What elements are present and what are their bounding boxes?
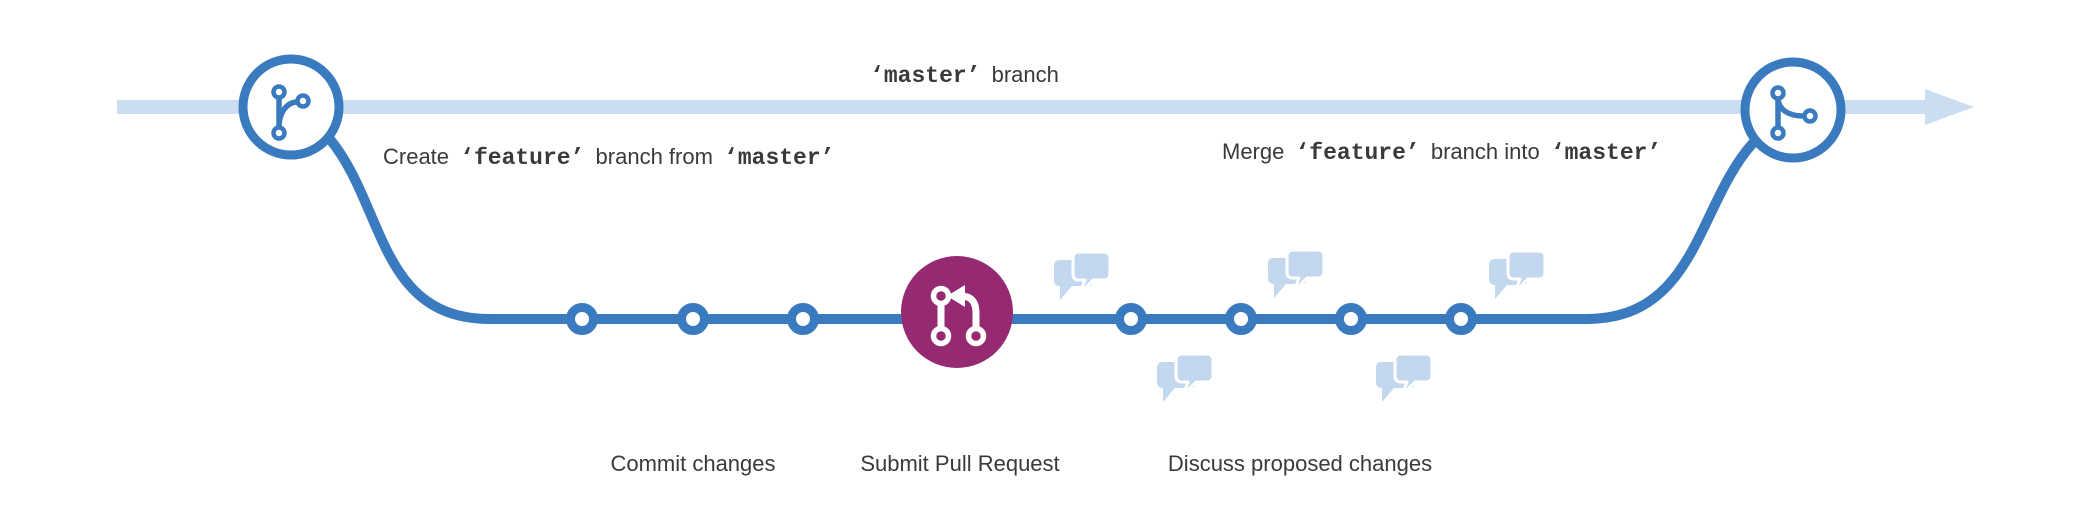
step-label-commit-changes: Commit changes xyxy=(610,451,776,476)
step-label-discuss-proposed-changes: Discuss proposed changes xyxy=(1167,451,1433,476)
pull-request-node xyxy=(901,256,1013,368)
annotation-text: branch into xyxy=(1430,139,1540,164)
git-branch-icon xyxy=(271,84,311,141)
master-branch-arrowhead xyxy=(1925,89,1974,125)
commit-dot xyxy=(1335,303,1367,335)
git-pull-request-icon xyxy=(930,285,987,347)
commit-dot xyxy=(1115,303,1147,335)
feature-branch-line xyxy=(324,133,1758,324)
speech-bubbles-icon xyxy=(1487,249,1547,301)
annotation-text: branch from xyxy=(595,144,713,169)
commit-dot xyxy=(787,303,819,335)
annotation-code: ‘master’ xyxy=(724,145,835,171)
speech-bubbles-icon xyxy=(1374,352,1434,404)
annotation-code: ‘master’ xyxy=(1550,140,1662,166)
annotation-text: Create xyxy=(383,144,450,169)
commit-dot xyxy=(1445,303,1477,335)
speech-bubbles-icon xyxy=(1155,352,1215,404)
commit-dots xyxy=(566,303,1477,335)
speech-bubbles-icon xyxy=(1052,250,1112,302)
merge-node xyxy=(1740,57,1846,163)
step-label-submit-pull-request: Submit Pull Request xyxy=(860,451,1060,476)
annotation-code: ‘feature’ xyxy=(1295,140,1420,166)
branch-node-circle xyxy=(238,54,344,160)
branch-node xyxy=(238,54,344,160)
commit-dot xyxy=(1225,303,1257,335)
commit-dot xyxy=(566,303,598,335)
speech-bubbles-icon xyxy=(1266,248,1326,300)
pull-request-node-circle xyxy=(901,256,1013,368)
git-merge-icon xyxy=(1770,85,1818,141)
master-branch-label: ‘master’ branch xyxy=(762,62,1162,89)
commit-dot xyxy=(677,303,709,335)
master-branch-code: ‘master’ xyxy=(870,63,981,89)
merge-node-circle xyxy=(1740,57,1846,163)
annotation-code: ‘feature’ xyxy=(460,145,585,171)
master-branch-suffix: branch xyxy=(991,62,1059,87)
merge-branch-annotation: Merge ‘feature’ branch into ‘master’ xyxy=(1222,139,1666,166)
annotation-text: Merge xyxy=(1222,139,1285,164)
master-branch-line xyxy=(117,100,1930,114)
create-branch-annotation: Create ‘feature’ branch from ‘master’ xyxy=(383,144,839,171)
